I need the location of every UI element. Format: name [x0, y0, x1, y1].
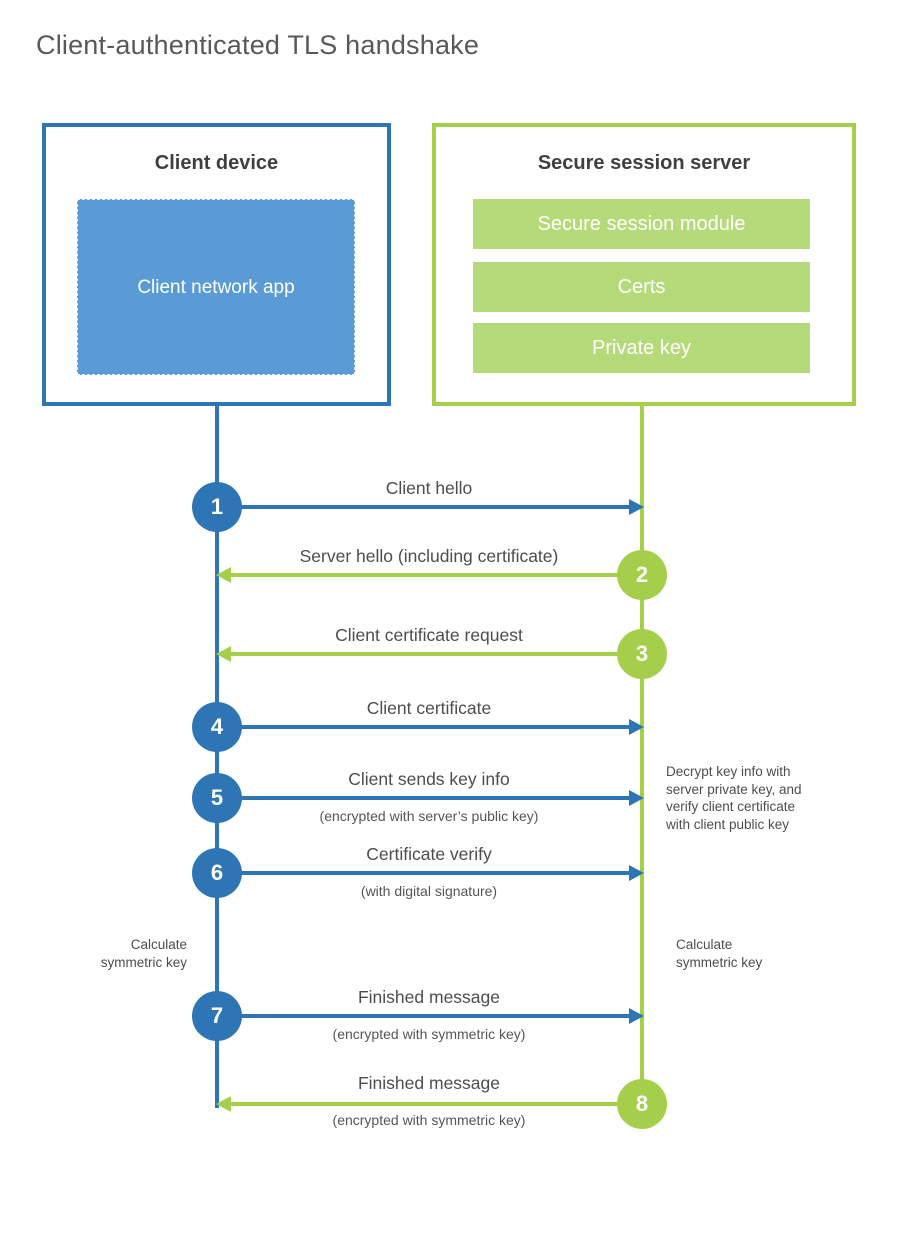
calculate-symmetric-key-note-server: Calculate symmetric key	[676, 936, 806, 971]
step-4-label: Client certificate	[366, 698, 492, 718]
client-lifeline	[215, 406, 219, 1108]
arrow-right-icon	[629, 790, 644, 806]
step-number: 4	[210, 714, 224, 739]
step-2-circle: 2	[617, 550, 667, 600]
arrow-right-icon	[629, 499, 644, 515]
step-7-label: Finished message	[357, 987, 501, 1007]
server-module-label: Certs	[617, 275, 666, 298]
step-number: 3	[635, 641, 649, 666]
decrypt-note-line: server private key, and	[666, 781, 802, 797]
arrow-right-icon	[629, 1008, 644, 1024]
step-number: 6	[210, 860, 224, 885]
calc-note-line: symmetric key	[676, 954, 763, 970]
step-8-sublabel: (encrypted with symmetric key)	[332, 1112, 526, 1128]
decrypt-note-line: Decrypt key info with	[666, 764, 791, 779]
arrow-left-icon	[216, 646, 231, 662]
calc-note-line: Calculate	[130, 937, 187, 952]
step-number: 8	[635, 1091, 649, 1116]
client-device-heading: Client device	[154, 152, 279, 174]
arrow-right-icon	[629, 865, 644, 881]
secure-session-server-box: Secure session server Secure session mod…	[432, 123, 856, 406]
decrypt-note-line: with client public key	[666, 816, 790, 832]
step-5-arrow-line	[240, 796, 630, 800]
server-module-bar-private-key: Private key	[473, 323, 810, 373]
step-6-circle: 6	[192, 848, 242, 898]
step-7-sublabel: (encrypted with symmetric key)	[332, 1026, 526, 1042]
client-network-app-box: Client network app	[77, 199, 355, 375]
arrow-left-icon	[216, 1096, 231, 1112]
step-5-sublabel: (encrypted with server’s public key)	[319, 808, 539, 824]
step-3-circle: 3	[617, 629, 667, 679]
server-module-label: Secure session module	[537, 212, 746, 235]
calculate-symmetric-key-note-client: Calculate symmetric key	[60, 936, 187, 971]
step-8-label: Finished message	[357, 1073, 501, 1093]
server-module-label: Private key	[592, 336, 691, 359]
step-3-arrow-line	[231, 652, 619, 656]
server-module-bar-secure-session: Secure session module	[473, 199, 810, 249]
server-heading: Secure session server	[537, 152, 751, 174]
server-lifeline	[640, 406, 644, 1104]
decrypt-note-line: verify client certificate	[666, 799, 796, 814]
step-8-arrow-line	[231, 1102, 619, 1106]
client-network-app-label: Client network app	[137, 276, 295, 298]
arrow-right-icon	[629, 719, 644, 735]
step-6-arrow-line	[240, 871, 630, 875]
step-2-arrow-line	[231, 573, 619, 577]
step-8-circle: 8	[617, 1079, 667, 1129]
step-6-label: Certificate verify	[366, 844, 492, 864]
decrypt-note: Decrypt key info with server private key…	[666, 763, 846, 833]
step-4-circle: 4	[192, 702, 242, 752]
step-1-circle: 1	[192, 482, 242, 532]
step-1-arrow-line	[240, 505, 630, 509]
arrow-left-icon	[216, 567, 231, 583]
step-number: 7	[210, 1003, 224, 1028]
step-number: 5	[210, 785, 224, 810]
calc-note-line: Calculate	[676, 937, 733, 952]
step-4-arrow-line	[240, 725, 630, 729]
step-number: 1	[210, 494, 224, 519]
step-7-circle: 7	[192, 991, 242, 1041]
step-5-label: Client sends key info	[348, 769, 510, 789]
step-2-label: Server hello (including certificate)	[299, 546, 559, 566]
step-3-label: Client certificate request	[335, 625, 523, 645]
page-title: Client-authenticated TLS handshake	[36, 30, 480, 60]
client-device-box: Client device Client network app	[42, 123, 391, 406]
step-6-sublabel: (with digital signature)	[360, 883, 498, 899]
server-module-bar-certs: Certs	[473, 262, 810, 312]
step-7-arrow-line	[240, 1014, 630, 1018]
step-5-circle: 5	[192, 773, 242, 823]
step-number: 2	[635, 562, 649, 587]
calc-note-line: symmetric key	[100, 954, 187, 970]
step-1-label: Client hello	[385, 478, 473, 498]
